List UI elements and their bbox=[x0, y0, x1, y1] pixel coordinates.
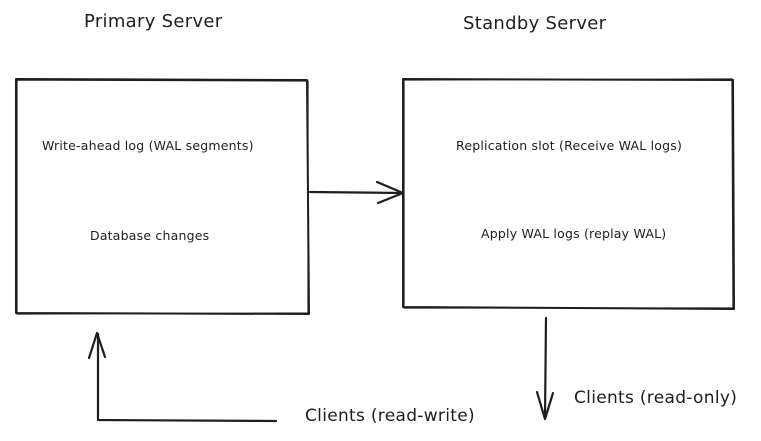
clients-read-only-label: Clients (read-only) bbox=[574, 388, 738, 408]
read-write-arrow bbox=[87, 331, 278, 423]
read-only-arrow bbox=[535, 316, 555, 421]
apply-wal-label: Apply WAL logs (replay WAL) bbox=[481, 226, 667, 241]
clients-read-write-label: Clients (read-write) bbox=[305, 406, 475, 426]
database-changes-label: Database changes bbox=[90, 228, 210, 243]
standby-server-box bbox=[402, 78, 735, 310]
wal-segments-label: Write-ahead log (WAL segments) bbox=[42, 138, 254, 153]
replication-arrow bbox=[308, 180, 405, 205]
primary-server-box bbox=[15, 78, 310, 315]
replication-slot-label: Replication slot (Receive WAL logs) bbox=[456, 138, 683, 153]
primary-server-title: Primary Server bbox=[84, 11, 223, 32]
standby-server-title: Standby Server bbox=[463, 13, 607, 34]
